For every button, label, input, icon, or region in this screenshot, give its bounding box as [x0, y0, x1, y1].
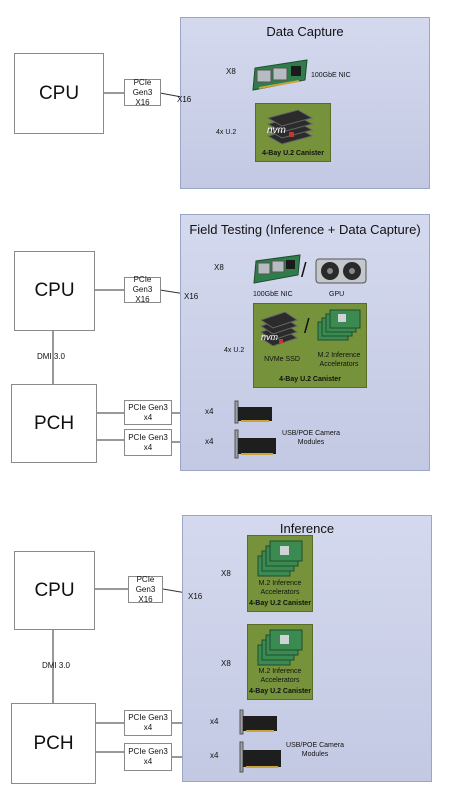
bus-line1: PCIe Gen3 [128, 432, 168, 442]
canister-label: 4-Bay U.2 Canister [262, 150, 324, 157]
nic-card-icon [252, 59, 308, 91]
root-lane-label: X16 [184, 292, 199, 301]
branch-lane-label: X8 [226, 67, 236, 76]
m2-label: M.2 Inference Accelerators [247, 580, 313, 597]
cpu-box: CPU [14, 53, 104, 134]
pcie-x16-bus: PCIe Gen3 X16 [124, 275, 161, 304]
bus-line2: x4 [143, 412, 153, 422]
dmi-label: DMI 3.0 [37, 352, 66, 361]
cpu-label: CPU [34, 579, 75, 601]
m2-label-line1: M.2 Inference [317, 352, 361, 359]
nvme-logo: nvm [267, 125, 286, 136]
pcie-x4-bus-2: PCIe Gen3 x4 [124, 429, 172, 456]
canister-label: 4-Bay U.2 Canister [279, 376, 341, 383]
cpu-box: CPU [14, 251, 95, 331]
bus-line2: x4 [143, 723, 153, 732]
pch-label: PCH [33, 412, 75, 434]
cpu-label: CPU [38, 82, 80, 104]
pcie-x16-bus: PCIe Gen3 X16 [128, 574, 163, 604]
slash-separator: / [304, 316, 310, 338]
m2-accelerator-stack-icon [257, 629, 303, 666]
bus-line2: X16 [135, 97, 150, 107]
m2-accelerator-stack-icon [257, 540, 303, 577]
branch-lane-top: X8 [221, 569, 231, 578]
ssd-stack-icon [259, 311, 299, 346]
bus-line1: PCIe Gen3 [132, 77, 153, 97]
pcie-x4-bus-2: PCIe Gen3 x4 [124, 743, 172, 771]
nvme-logo-mark [289, 132, 294, 137]
camera-card-icon [239, 741, 281, 773]
cam-lane-2: x4 [210, 751, 219, 760]
camera-label: USB/POE Camera Modules [279, 742, 351, 759]
branch-lane-bottom: X8 [221, 659, 231, 668]
m2-label-line2: Accelerators [319, 360, 359, 368]
bus-line1: PCIe Gen3 [128, 713, 168, 722]
dmi-label: DMI 3.0 [42, 661, 71, 670]
pcie-x16-bus: PCIe Gen3 X16 [124, 77, 161, 107]
m2-label-line1: M.2 Inference [258, 668, 302, 675]
bus-line1: PCIe Gen3 [135, 574, 156, 594]
m2-label-line2: Accelerators [260, 588, 300, 596]
nic-label: 100GbE NIC [253, 291, 293, 298]
cam-lane-2: x4 [205, 437, 214, 446]
camera-card-icon [234, 400, 272, 424]
m2-label: M.2 Inference Accelerators [247, 668, 313, 685]
camera-label-line1: USB/POE Camera [286, 742, 344, 749]
canister-label: 4-Bay U.2 Canister [249, 600, 311, 607]
cam-lane-1: x4 [210, 717, 219, 726]
u2-lane-label: 4x U.2 [216, 129, 237, 136]
bus-line2: X16 [138, 594, 153, 604]
cam-lane-1: x4 [205, 407, 214, 416]
pcie-x4-bus-1: PCIe Gen3 x4 [124, 710, 172, 736]
bus-line2: x4 [143, 442, 153, 452]
panel-title: Data Capture [266, 24, 344, 39]
nic-label: 100GbE NIC [311, 72, 351, 79]
bus-line1: PCIe Gen3 [128, 747, 168, 756]
panel-title: Field Testing (Inference + Data Capture) [189, 222, 421, 237]
m2-accelerator-stack-icon [317, 309, 361, 341]
gpu-icon [315, 258, 367, 284]
m2-label-line1: M.2 Inference [258, 580, 302, 587]
nvme-logo-mark [279, 339, 283, 343]
pch-box: PCH [11, 384, 97, 463]
camera-card-icon [234, 429, 276, 459]
nic-card-icon [253, 254, 301, 284]
camera-label-line1: USB/POE Camera [282, 430, 340, 437]
camera-label-line2: Modules [301, 750, 329, 758]
root-lane-label: X16 [177, 95, 192, 104]
nvme-logo: nvm [261, 332, 279, 342]
pch-box: PCH [11, 703, 96, 784]
camera-label: USB/POE Camera Modules [275, 430, 347, 447]
panel-title: Inference [279, 521, 335, 536]
pch-label: PCH [33, 732, 74, 754]
bus-line1: PCIe Gen3 [128, 402, 168, 412]
m2-label: M.2 Inference Accelerators [312, 352, 366, 369]
m2-label-line2: Accelerators [260, 676, 300, 684]
camera-card-icon [239, 709, 277, 735]
canister-label: 4-Bay U.2 Canister [249, 688, 311, 695]
branch-lane-label: X8 [214, 263, 224, 272]
bus-line1: PCIe Gen3 [132, 275, 153, 294]
cpu-box: CPU [14, 551, 95, 630]
slash-separator: / [301, 260, 307, 282]
nvme-ssd-label: NVMe SSD [264, 356, 300, 363]
gpu-label: GPU [329, 291, 345, 298]
bus-line2: X16 [135, 295, 150, 304]
camera-label-line2: Modules [297, 438, 325, 446]
bus-line2: x4 [143, 757, 153, 766]
root-lane-label: X16 [188, 592, 203, 601]
cpu-label: CPU [34, 280, 75, 301]
u2-lane-label: 4x U.2 [224, 347, 245, 354]
pcie-x4-bus-1: PCIe Gen3 x4 [124, 400, 172, 425]
